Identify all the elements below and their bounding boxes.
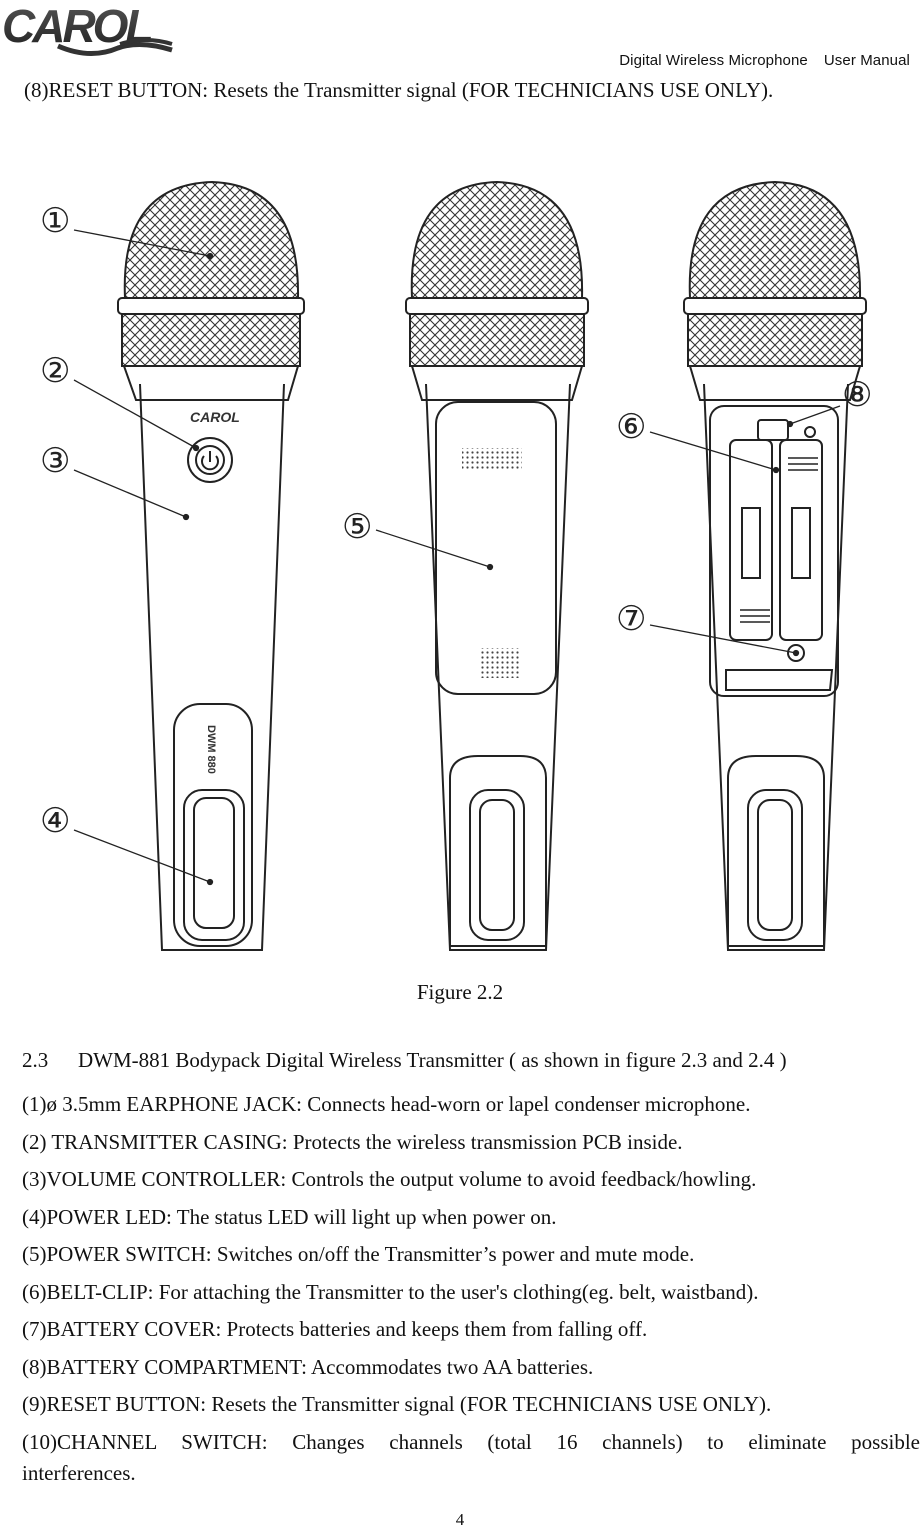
list-item: (5)POWER SWITCH: Switches on/off the Tra… bbox=[22, 1242, 695, 1266]
callout-7: ⑦ bbox=[616, 599, 646, 639]
page-number: 4 bbox=[455, 1510, 465, 1529]
svg-text:DWM 880: DWM 880 bbox=[205, 725, 217, 774]
callout-8: ⑧ bbox=[842, 375, 872, 415]
callout-6: ⑥ bbox=[616, 407, 646, 447]
list-item-channel-switch-cont: interferences. bbox=[22, 1460, 136, 1485]
callout-4: ④ bbox=[40, 801, 70, 841]
callout-2: ② bbox=[40, 351, 70, 391]
section-title: DWM-881 Bodypack Digital Wireless Transm… bbox=[78, 1048, 787, 1072]
reset-button-description: (8)RESET BUTTON: Resets the Transmitter … bbox=[24, 78, 774, 102]
component-list: (1)ø 3.5mm EARPHONE JACK: Connects head-… bbox=[22, 1086, 920, 1489]
list-item-channel-switch: (10)CHANNEL SWITCH: Changes channels (to… bbox=[22, 1429, 920, 1454]
list-item: (2) TRANSMITTER CASING: Protects the wir… bbox=[22, 1129, 683, 1154]
microphone-front: CAROL DWM 880 bbox=[117, 180, 305, 951]
list-item: (3)VOLUME CONTROLLER: Controls the outpu… bbox=[22, 1167, 757, 1191]
microphone-open bbox=[683, 180, 867, 951]
microphone-figure: CAROL DWM 880 bbox=[40, 180, 872, 951]
section-number: 2.3 bbox=[22, 1048, 49, 1072]
header-manual: User Manual bbox=[823, 52, 910, 69]
list-item: (1)ø 3.5mm EARPHONE JACK: Connects head-… bbox=[22, 1092, 751, 1116]
figure-caption: Figure 2.2 bbox=[416, 980, 504, 1004]
header-product: Digital Wireless Microphone bbox=[619, 52, 808, 69]
section-heading: 2.3 DWM-881 Bodypack Digital Wireless Tra… bbox=[22, 1048, 920, 1073]
callout-3: ③ bbox=[40, 441, 70, 481]
microphone-back bbox=[405, 180, 589, 951]
list-item: (6)BELT-CLIP: For attaching the Transmit… bbox=[22, 1279, 759, 1304]
list-item: (7)BATTERY COVER: Protects batteries and… bbox=[22, 1317, 648, 1341]
svg-text:CAROL: CAROL bbox=[190, 409, 240, 425]
list-item: (4)POWER LED: The status LED will light … bbox=[22, 1204, 557, 1229]
callout-1: ① bbox=[40, 201, 70, 241]
list-item: (9)RESET BUTTON: Resets the Transmitter … bbox=[22, 1392, 772, 1416]
callout-5: ⑤ bbox=[342, 507, 372, 547]
header-title: Digital Wireless Microphone User Manual bbox=[619, 52, 910, 69]
list-item: (8)BATTERY COMPARTMENT: Accommodates two… bbox=[22, 1354, 594, 1379]
carol-logo: CAROL bbox=[2, 0, 173, 56]
